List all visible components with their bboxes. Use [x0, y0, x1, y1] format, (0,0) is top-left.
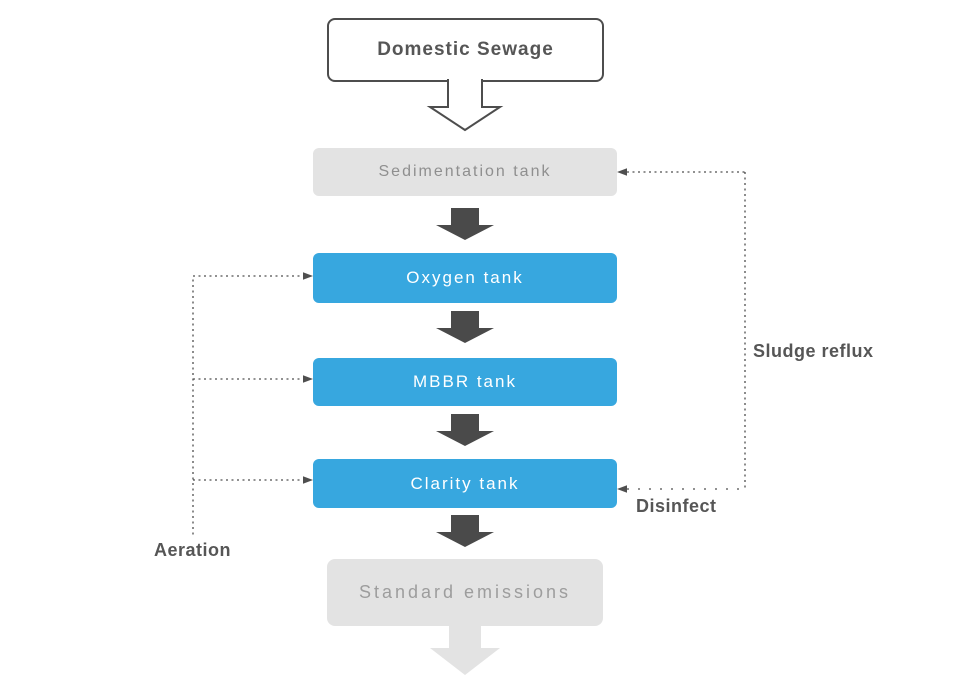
solid-down-arrow-icon-mbbr-to-clarity [436, 414, 494, 446]
node-sedimentation-tank: Sedimentation tank [313, 148, 617, 196]
sludge-reflux-label: Sludge reflux [753, 341, 874, 361]
node-oxygen-tank: Oxygen tank [313, 253, 617, 303]
node-domestic-sewage: Domestic Sewage [327, 18, 604, 82]
solid-down-arrow-icon-clarity-to-emissions [436, 515, 494, 547]
solid-down-arrow-icon-oxygen-to-mbbr [436, 311, 494, 343]
disinfect-label: Disinfect [636, 496, 717, 516]
arrowhead-icon-into-clarity-left [303, 476, 313, 484]
arrowhead-icon-into-oxygen [303, 272, 313, 280]
node-clarity-tank: Clarity tank [313, 459, 617, 508]
node-standard-emissions: Standard emissions [327, 559, 603, 626]
solid-down-arrow-icon-sedimentation-to-oxygen [436, 208, 494, 240]
arrowhead-icon-into-clarity-right [617, 485, 627, 493]
arrowhead-icon-into-sedimentation [617, 168, 627, 176]
aeration-connector-line [192, 275, 305, 537]
aeration-label: Aeration [154, 540, 232, 560]
hollow-down-arrow-icon [426, 79, 504, 132]
arrowhead-icon-into-mbbr [303, 375, 313, 383]
node-mbbr-tank: MBBR tank [313, 358, 617, 406]
light-down-arrow-icon-output [430, 626, 500, 675]
